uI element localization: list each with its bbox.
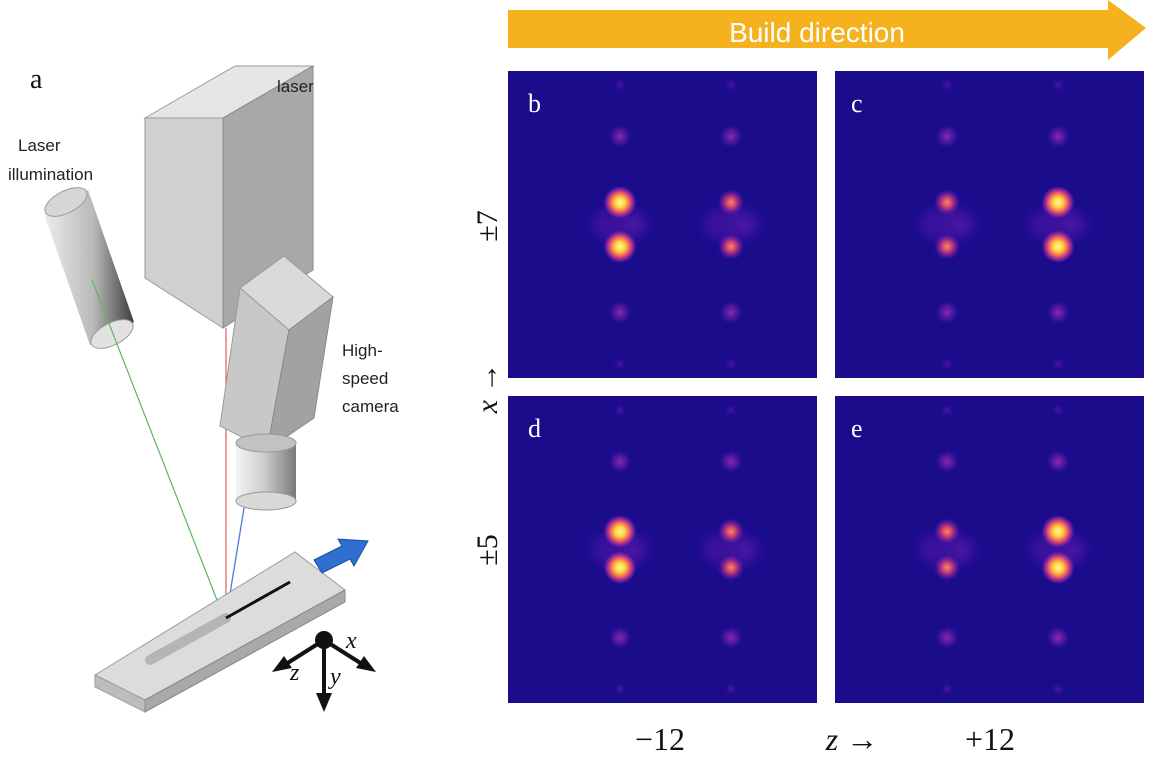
panel-e-letter: e <box>851 414 863 443</box>
axis-x-label: x <box>345 628 357 654</box>
main-spot-right-upper <box>717 517 745 546</box>
faint-spot-right-top <box>1051 403 1065 417</box>
illumination-beam <box>91 279 225 619</box>
diffraction-grid: b c d e <box>508 71 1144 703</box>
main-spot-left-upper <box>933 188 961 217</box>
deposited-track <box>145 613 231 665</box>
secondary-spot-left-lower <box>608 625 632 650</box>
panel-a-letter: a <box>30 64 43 95</box>
col-right-label: +12 <box>965 721 1015 757</box>
panel-c <box>835 71 1144 378</box>
secondary-spot-left-lower <box>935 300 959 325</box>
main-spot-left-upper <box>603 514 637 549</box>
axis-z-label: z <box>289 660 300 686</box>
main-spot-right-lower <box>717 232 745 261</box>
secondary-spot-right-lower <box>1046 625 1070 650</box>
main-spot-right-lower <box>717 553 745 582</box>
build-direction-banner: Build direction <box>508 0 1146 60</box>
faint-spot-left-bottom <box>613 682 627 696</box>
row-axis-label: x → <box>471 363 504 415</box>
panel-b <box>508 71 817 378</box>
main-spot-right-lower <box>1041 229 1075 264</box>
secondary-spot-left-lower <box>935 625 959 650</box>
faint-spot-right-bottom <box>724 357 738 371</box>
faint-spot-left-top <box>940 403 954 417</box>
secondary-spot-right-upper <box>719 449 743 474</box>
banner-text: Build direction <box>729 17 905 48</box>
secondary-spot-right-lower <box>719 300 743 325</box>
coordinate-triad <box>272 631 376 712</box>
secondary-spot-left-upper <box>935 124 959 149</box>
camera-label-line1: High- <box>342 341 383 360</box>
main-spot-left-lower <box>603 229 637 264</box>
panel-e <box>835 396 1144 703</box>
main-spot-right-upper <box>717 188 745 217</box>
illumination-label-line1: Laser <box>18 136 61 155</box>
secondary-spot-left-upper <box>608 449 632 474</box>
faint-spot-left-bottom <box>940 682 954 696</box>
secondary-spot-left-upper <box>935 449 959 474</box>
secondary-spot-right-upper <box>719 124 743 149</box>
faint-spot-right-bottom <box>1051 682 1065 696</box>
camera-label-line2: speed <box>342 369 388 388</box>
faint-spot-left-top <box>613 403 627 417</box>
secondary-spot-right-upper <box>1046 124 1070 149</box>
secondary-spot-left-lower <box>608 300 632 325</box>
faint-spot-left-top <box>613 78 627 92</box>
row-bottom-label: ±5 <box>471 534 504 565</box>
main-spot-left-lower <box>603 550 637 585</box>
illumination-cylinder <box>44 187 134 349</box>
scan-track <box>225 580 291 620</box>
main-spot-left-upper <box>933 517 961 546</box>
faint-spot-right-top <box>724 78 738 92</box>
main-spot-right-lower <box>1041 550 1075 585</box>
col-axis-label: z → <box>825 721 878 757</box>
row-top-label: ±7 <box>471 210 504 241</box>
col-left-label: −12 <box>635 721 685 757</box>
secondary-spot-right-lower <box>719 625 743 650</box>
secondary-spot-right-lower <box>1046 300 1070 325</box>
faint-spot-left-bottom <box>940 357 954 371</box>
main-spot-right-upper <box>1041 514 1075 549</box>
scan-direction-arrow <box>313 538 369 574</box>
axis-y-label: y <box>328 664 341 690</box>
faint-spot-left-bottom <box>613 357 627 371</box>
main-spot-right-upper <box>1041 185 1075 220</box>
secondary-spot-right-upper <box>1046 449 1070 474</box>
faint-spot-right-top <box>724 403 738 417</box>
camera-body <box>219 255 334 452</box>
camera-label-line3: camera <box>342 397 399 416</box>
main-spot-left-lower <box>933 232 961 261</box>
faint-spot-right-top <box>1051 78 1065 92</box>
illumination-label-line2: illumination <box>8 165 93 184</box>
panel-c-letter: c <box>851 89 863 118</box>
panel-d <box>508 396 817 703</box>
panel-d-letter: d <box>528 414 541 443</box>
main-spot-left-lower <box>933 553 961 582</box>
faint-spot-left-top <box>940 78 954 92</box>
main-spot-left-upper <box>603 185 637 220</box>
build-plate <box>93 551 346 713</box>
laser-label: laser <box>277 77 314 96</box>
faint-spot-right-bottom <box>1051 357 1065 371</box>
secondary-spot-left-upper <box>608 124 632 149</box>
camera-lens <box>235 433 297 511</box>
setup-schematic: laser Laser illumination High- speed cam… <box>8 64 399 713</box>
panel-b-letter: b <box>528 89 541 118</box>
faint-spot-right-bottom <box>724 682 738 696</box>
